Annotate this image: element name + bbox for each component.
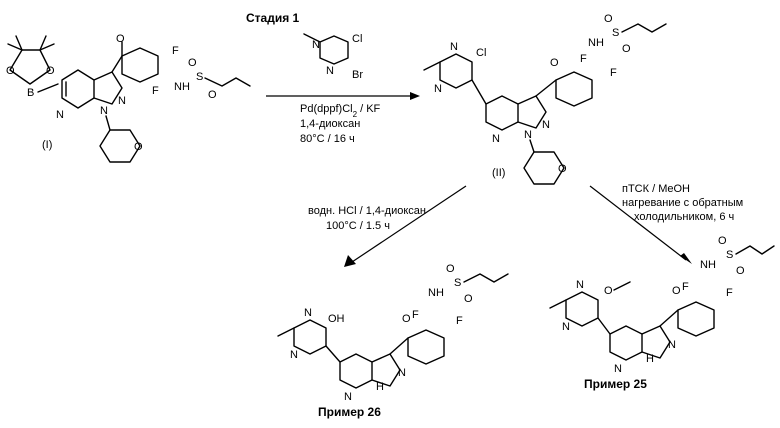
- svg-text:F: F: [152, 85, 159, 97]
- svg-text:N: N: [542, 119, 550, 131]
- svg-text:N: N: [100, 105, 108, 117]
- svg-text:S: S: [726, 249, 733, 261]
- svg-text:N: N: [562, 321, 570, 333]
- svg-text:O: O: [116, 33, 125, 45]
- svg-text:холодильником, 6 ч: холодильником, 6 ч: [634, 211, 734, 223]
- svg-text:S: S: [454, 277, 461, 289]
- pyrimidine-reagent: N N Cl Br: [304, 33, 363, 81]
- svg-text:N: N: [56, 109, 64, 121]
- svg-text:B: B: [27, 87, 34, 99]
- svg-text:O: O: [604, 285, 613, 297]
- svg-text:O: O: [736, 265, 745, 277]
- svg-text:NH: NH: [174, 81, 190, 93]
- svg-text:F: F: [682, 281, 689, 293]
- svg-text:H: H: [646, 353, 654, 365]
- compound-II: N N Cl N N N O F F NH S O O O (II): [424, 13, 666, 184]
- stage-title: Стадия 1: [246, 11, 300, 25]
- svg-text:N: N: [492, 133, 500, 145]
- svg-text:NH: NH: [588, 37, 604, 49]
- svg-text:O: O: [718, 235, 727, 247]
- svg-text:O: O: [134, 141, 143, 153]
- svg-text:N: N: [344, 391, 352, 403]
- svg-text:N: N: [398, 367, 406, 379]
- svg-text:F: F: [580, 53, 587, 65]
- svg-text:O: O: [6, 65, 15, 77]
- svg-text:Cl: Cl: [352, 33, 362, 45]
- svg-text:N: N: [118, 95, 126, 107]
- svg-text:S: S: [196, 71, 203, 83]
- svg-text:N: N: [326, 65, 334, 77]
- svg-text:Pd(dppf)Cl2 / KF: Pd(dppf)Cl2 / KF: [300, 103, 381, 119]
- svg-text:Cl: Cl: [476, 47, 486, 59]
- svg-text:пТСК / MeOH: пТСК / MeOH: [622, 183, 690, 195]
- svg-text:N: N: [524, 129, 532, 141]
- svg-text:F: F: [172, 45, 179, 57]
- svg-text:водн. HCl / 1,4-диоксан: водн. HCl / 1,4-диоксан: [308, 205, 426, 217]
- svg-text:N: N: [668, 339, 676, 351]
- svg-text:80°C / 16 ч: 80°C / 16 ч: [300, 133, 355, 145]
- svg-text:N: N: [576, 279, 584, 291]
- svg-text:O: O: [672, 285, 681, 297]
- svg-text:нагревание с обратным: нагревание с обратным: [622, 197, 743, 209]
- svg-text:1,4-диоксан: 1,4-диоксан: [300, 118, 360, 130]
- svg-text:O: O: [188, 57, 197, 69]
- svg-text:O: O: [464, 293, 473, 305]
- svg-text:Br: Br: [352, 69, 363, 81]
- example-26-label: Пример 26: [318, 405, 381, 419]
- svg-text:H: H: [376, 381, 384, 393]
- svg-text:N: N: [304, 307, 312, 319]
- svg-text:O: O: [558, 163, 567, 175]
- example-25-label: Пример 25: [584, 377, 647, 391]
- svg-text:O: O: [208, 89, 217, 101]
- svg-text:O: O: [402, 313, 411, 325]
- svg-text:N: N: [434, 83, 442, 95]
- svg-text:OH: OH: [328, 313, 345, 325]
- svg-text:F: F: [610, 67, 617, 79]
- example-25: N N O N N H O F F NH S O O Пример 25: [550, 235, 774, 391]
- svg-text:100°C / 1.5 ч: 100°C / 1.5 ч: [326, 220, 390, 232]
- svg-text:F: F: [726, 287, 733, 299]
- svg-text:N: N: [290, 349, 298, 361]
- svg-text:O: O: [622, 43, 631, 55]
- compound-II-label: (II): [492, 167, 505, 179]
- svg-text:F: F: [412, 309, 419, 321]
- svg-text:N: N: [614, 363, 622, 375]
- svg-text:O: O: [604, 13, 613, 25]
- svg-text:O: O: [46, 65, 55, 77]
- svg-text:NH: NH: [428, 287, 444, 299]
- svg-text:NH: NH: [700, 259, 716, 271]
- compound-I: O O B N N N O F F NH S O O O (I): [6, 33, 250, 162]
- svg-text:N: N: [450, 41, 458, 53]
- svg-text:O: O: [446, 263, 455, 275]
- example-26: N N OH N N H O F F NH S O O Пример 26: [278, 263, 508, 419]
- svg-text:F: F: [456, 315, 463, 327]
- svg-text:O: O: [550, 57, 559, 69]
- svg-text:S: S: [612, 27, 619, 39]
- compound-I-label: (I): [42, 139, 52, 151]
